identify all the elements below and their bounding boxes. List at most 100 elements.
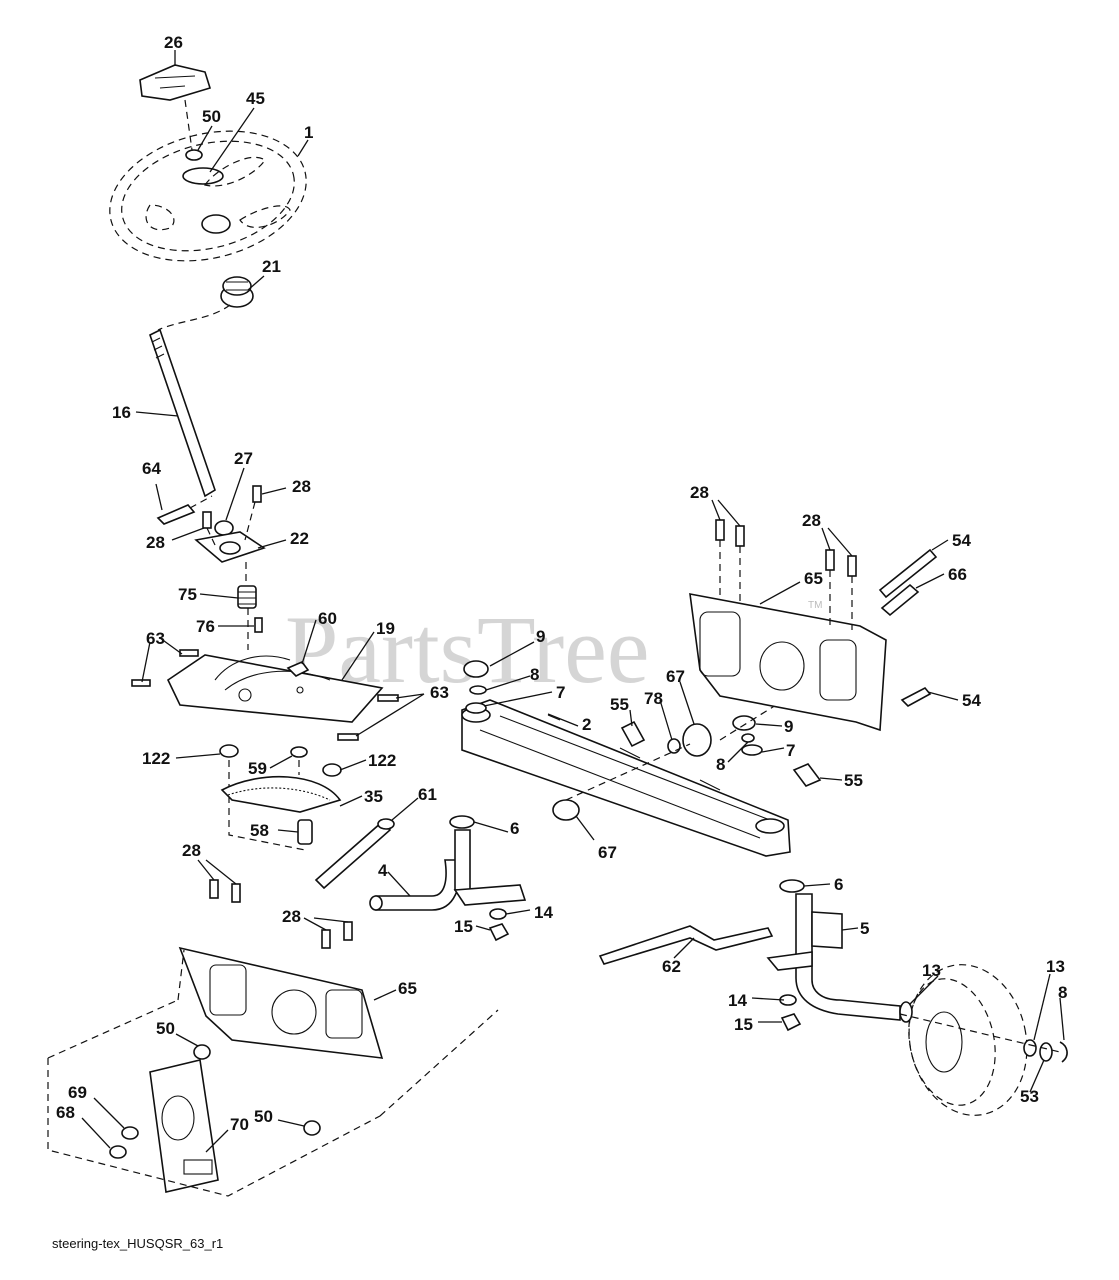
bolt-28g bbox=[715, 519, 725, 541]
bushing-55b bbox=[792, 763, 822, 787]
callout-15: 15 bbox=[454, 917, 473, 936]
callout-63: 63 bbox=[146, 629, 165, 648]
washer-6b bbox=[779, 879, 805, 893]
front-wheel bbox=[908, 964, 1028, 1116]
washer-13a bbox=[899, 1001, 913, 1023]
bolt-63b bbox=[131, 679, 151, 687]
callout-2: 2 bbox=[582, 715, 591, 734]
callout-61: 61 bbox=[418, 785, 437, 804]
clip-8a bbox=[469, 685, 487, 695]
washer-7a bbox=[465, 702, 487, 714]
washer-78 bbox=[667, 738, 681, 754]
callout-14: 14 bbox=[728, 991, 747, 1010]
callout-19: 19 bbox=[376, 619, 395, 638]
nut-60 bbox=[286, 661, 310, 677]
bolt-28a bbox=[252, 485, 262, 503]
washer-59 bbox=[290, 746, 308, 758]
callout-13: 13 bbox=[922, 961, 941, 980]
callout-26: 26 bbox=[164, 33, 183, 52]
callout-8: 8 bbox=[1058, 983, 1067, 1002]
callout-16: 16 bbox=[112, 403, 131, 422]
callout-60: 60 bbox=[318, 609, 337, 628]
washer-6a bbox=[449, 815, 475, 829]
callout-35: 35 bbox=[364, 787, 383, 806]
clip-8c bbox=[1059, 1041, 1068, 1063]
callout-54: 54 bbox=[962, 691, 981, 710]
callout-53: 53 bbox=[1020, 1087, 1039, 1106]
nut-50c bbox=[303, 1120, 321, 1136]
callout-4: 4 bbox=[378, 861, 388, 880]
watermark-tm: TM bbox=[808, 600, 822, 611]
spacer-69 bbox=[121, 1126, 139, 1140]
frame-bracket-65-right bbox=[689, 593, 887, 732]
callout-1: 1 bbox=[304, 123, 313, 142]
callout-64: 64 bbox=[142, 459, 161, 478]
callout-7: 7 bbox=[786, 741, 795, 760]
callout-22: 22 bbox=[290, 529, 309, 548]
bracket-70 bbox=[149, 1059, 219, 1193]
clip-8b bbox=[741, 733, 755, 743]
callout-15: 15 bbox=[734, 1015, 753, 1034]
bolt-68 bbox=[109, 1145, 127, 1159]
callout-66: 66 bbox=[948, 565, 967, 584]
callout-9: 9 bbox=[784, 717, 793, 736]
pivot-67b bbox=[552, 799, 580, 821]
callout-27: 27 bbox=[234, 449, 253, 468]
bushing-55a bbox=[620, 720, 646, 748]
pinion-gear-75 bbox=[237, 585, 257, 609]
bolt-63c bbox=[377, 694, 399, 702]
callout-21: 21 bbox=[262, 257, 281, 276]
cap-9b bbox=[732, 715, 756, 731]
shoulder-bolt-58 bbox=[297, 819, 313, 845]
bolt-54a bbox=[878, 548, 938, 599]
callout-28: 28 bbox=[292, 477, 311, 496]
steering-cap bbox=[139, 64, 212, 101]
callout-67: 67 bbox=[666, 667, 685, 686]
sector-gear-35 bbox=[220, 775, 342, 813]
bolt-28f bbox=[343, 921, 353, 941]
drag-link-61 bbox=[314, 820, 392, 890]
spindle-5 bbox=[766, 893, 901, 1021]
nut-15b bbox=[780, 1013, 802, 1032]
washer-53 bbox=[1039, 1042, 1053, 1062]
spindle-4 bbox=[369, 829, 527, 911]
washer-122a bbox=[219, 744, 239, 758]
bolt-63d bbox=[337, 733, 359, 741]
nut-15a bbox=[488, 923, 510, 942]
steering-plate-19 bbox=[166, 654, 384, 723]
callout-78: 78 bbox=[644, 689, 663, 708]
steering-shaft-16 bbox=[149, 328, 216, 498]
leader-lines bbox=[81, 50, 1065, 1153]
callout-28: 28 bbox=[282, 907, 301, 926]
callout-69: 69 bbox=[68, 1083, 87, 1102]
callout-50: 50 bbox=[156, 1019, 175, 1038]
bolt-28i bbox=[825, 549, 835, 571]
callout-28: 28 bbox=[146, 533, 165, 552]
callout-122: 122 bbox=[142, 749, 170, 768]
callout-68: 68 bbox=[56, 1103, 75, 1122]
callout-8: 8 bbox=[716, 755, 725, 774]
callout-75: 75 bbox=[178, 585, 197, 604]
washer-7b bbox=[741, 744, 763, 756]
callout-63: 63 bbox=[430, 683, 449, 702]
tie-rod-62 bbox=[598, 925, 774, 965]
callout-13: 13 bbox=[1046, 957, 1065, 976]
washer-13b bbox=[1023, 1039, 1037, 1057]
bolt-28d bbox=[231, 883, 241, 903]
bolt-28b bbox=[202, 511, 212, 529]
nut-50 bbox=[185, 149, 203, 161]
callout-67: 67 bbox=[598, 843, 617, 862]
callout-28: 28 bbox=[690, 483, 709, 502]
callout-62: 62 bbox=[662, 957, 681, 976]
callout-55: 55 bbox=[610, 695, 629, 714]
callout-54: 54 bbox=[952, 531, 971, 550]
callout-50: 50 bbox=[254, 1107, 273, 1126]
bolt-66 bbox=[880, 583, 920, 617]
front-axle-2 bbox=[461, 699, 791, 857]
clip-64 bbox=[156, 504, 196, 525]
callout-labels: 26 45 50 1 21 16 27 64 28 28 22 75 76 63… bbox=[56, 33, 1067, 1134]
washer-122b bbox=[322, 763, 342, 777]
callout-28: 28 bbox=[802, 511, 821, 530]
nut-50b bbox=[193, 1044, 211, 1060]
